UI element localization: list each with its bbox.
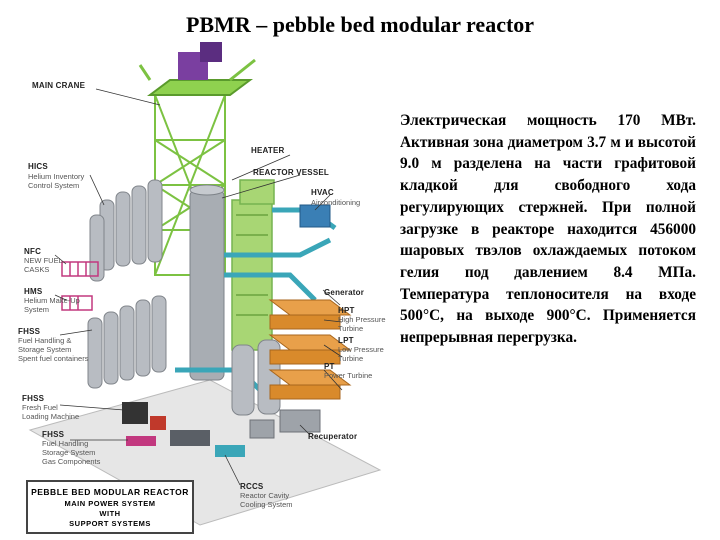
label-fhss-spent-sub: Fuel Handling & Storage System Spent fue…	[18, 336, 89, 363]
label-heater: HEATER	[251, 146, 285, 155]
rccs-unit	[215, 445, 245, 457]
legend-line-3: WITH	[99, 509, 121, 518]
label-pt-sub: Power Turbine	[324, 371, 373, 380]
label-recuperator: Recuperator	[308, 432, 358, 441]
label-lpt-sub: Low Pressure Turbine	[338, 345, 384, 363]
label-fhss-gas: FHSS	[42, 430, 65, 439]
label-hms: HMS	[24, 287, 43, 296]
label-hms-sub: Helium Make-Up System	[24, 296, 80, 314]
hics-tanks	[89, 179, 163, 282]
label-fhss-spent: FHSS	[18, 327, 41, 336]
fhss-tanks	[87, 295, 167, 389]
label-pt: PT	[324, 362, 335, 371]
vessel-frame	[231, 179, 275, 351]
page-title: PBMR – pebble bed modular reactor	[185, 12, 535, 37]
label-hpt-sub: High Pressure Turbine	[338, 315, 386, 333]
reactor-description: Электрическая мощность 170 МВт. Активная…	[400, 112, 696, 347]
fresh-fuel-loading-machine	[122, 402, 148, 424]
label-nfc-sub: NEW FUEL CASKS	[24, 256, 63, 274]
label-hics: HICS	[28, 162, 48, 171]
red-component	[150, 416, 166, 430]
label-rccs: RCCS	[240, 482, 264, 491]
legend-line-1: PEBBLE BED MODULAR REACTOR	[31, 487, 189, 497]
machinery-block	[170, 430, 210, 446]
reactor-vessel	[189, 189, 225, 381]
label-rccs-sub: Reactor Cavity Cooling System	[240, 491, 293, 509]
legend-line-2: MAIN POWER SYSTEM	[64, 499, 156, 508]
turbine-set	[268, 299, 352, 400]
diagram-legend: PEBBLE BED MODULAR REACTOR MAIN POWER SY…	[26, 480, 194, 534]
label-generator: Generator	[324, 288, 365, 297]
legend-line-4: SUPPORT SYSTEMS	[69, 519, 151, 528]
label-fhss-fresh: FHSS	[22, 394, 45, 403]
leader-lines	[54, 88, 343, 486]
label-hvac-sub: Airconditioning	[311, 198, 361, 207]
hvac-unit	[299, 204, 331, 228]
nfc-racks	[61, 261, 99, 311]
label-main-crane: MAIN CRANE	[32, 81, 86, 90]
label-reactor-vessel: REACTOR VESSEL	[253, 168, 329, 177]
label-fhss-fresh-sub: Fresh Fuel Loading Machine	[22, 403, 80, 421]
recuperator	[249, 409, 321, 439]
label-hpt: HPT	[338, 306, 355, 315]
label-hics-sub: Helium Inventory Control System	[28, 172, 85, 190]
label-hvac: HVAC	[311, 188, 334, 197]
label-lpt: LPT	[338, 336, 354, 345]
label-fhss-gas-sub: Fuel Handling Storage System Gas Compone…	[42, 439, 101, 466]
gas-components	[126, 436, 156, 446]
label-nfc: NFC	[24, 247, 42, 256]
crane-hoist-top	[200, 42, 222, 62]
